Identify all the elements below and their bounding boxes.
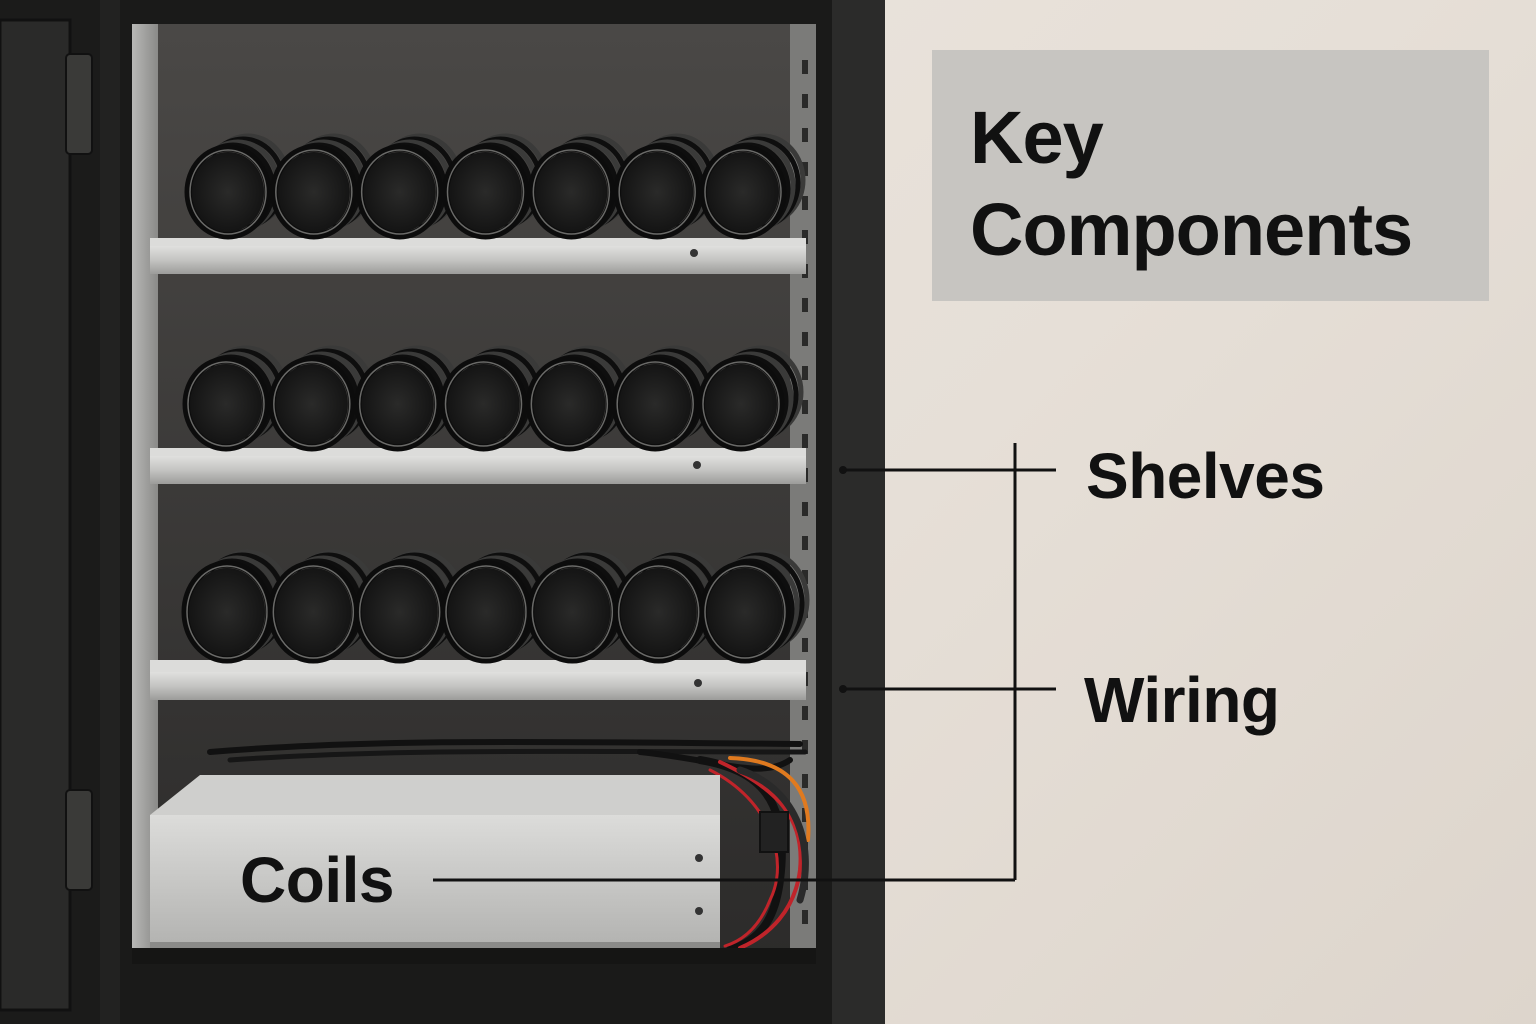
title-line-2: Components (970, 188, 1413, 271)
label-shelves: Shelves (1086, 440, 1325, 512)
coil (527, 133, 634, 240)
shelf-3 (150, 660, 806, 700)
door-hinge-top (65, 53, 93, 155)
wiring-bundle (207, 738, 811, 954)
coil (699, 133, 806, 240)
rail-slot (802, 808, 808, 822)
door-hinge-bottom (65, 789, 93, 891)
label-coils: Coils (240, 844, 394, 916)
cabinet-front-edge (822, 0, 885, 1024)
rail-slot (802, 94, 808, 108)
rail-slot (802, 60, 808, 74)
rail-slot (802, 400, 808, 414)
coils-box (150, 775, 720, 948)
interior-left-wall (132, 24, 158, 964)
leader-lines (433, 443, 1056, 882)
rail-slot (802, 128, 808, 142)
coil (613, 549, 724, 664)
rail-slot (802, 740, 808, 754)
rail-slot (802, 570, 808, 584)
rail-slot (802, 196, 808, 210)
rail-slot (802, 774, 808, 788)
leader-dot-shelves (839, 466, 847, 474)
label-wiring: Wiring (1084, 664, 1280, 736)
coil-row-2 (182, 345, 804, 452)
rail-slot (802, 706, 808, 720)
rail-slot (802, 162, 808, 176)
rail-slot (802, 298, 808, 312)
coil (699, 549, 810, 664)
shelf-1 (150, 238, 806, 274)
rail-slot (802, 332, 808, 346)
coil (356, 133, 463, 240)
title-box: Key Components (932, 50, 1489, 301)
rail-slot (802, 434, 808, 448)
rail-slot (802, 910, 808, 924)
rail-slot (802, 366, 808, 380)
title-line-1: Key (970, 96, 1104, 179)
rail-slot (802, 502, 808, 516)
coil (611, 345, 718, 452)
shelf-2 (150, 448, 806, 484)
leader-dot-wiring (839, 685, 847, 693)
coil (354, 549, 465, 664)
door-glass-edge (0, 18, 72, 1012)
coil (697, 345, 804, 452)
coil-row-1 (184, 133, 806, 240)
coil (525, 345, 632, 452)
rail-slot (802, 638, 808, 652)
rail-slot (802, 230, 808, 244)
coil-row-3 (181, 549, 810, 664)
cabinet-floor (132, 948, 816, 964)
rail-slot (802, 536, 808, 550)
